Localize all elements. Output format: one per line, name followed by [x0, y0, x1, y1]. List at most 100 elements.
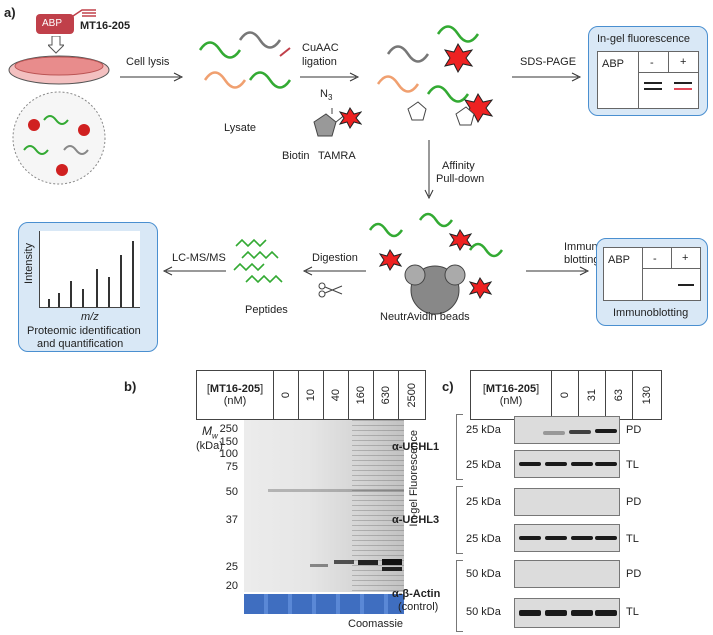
ms-spectrum: [39, 231, 140, 308]
kda-uchl1-tl: 25 kDa: [466, 459, 501, 471]
tag-actin-pd: PD: [626, 568, 642, 580]
arrow-right-icon: [526, 266, 590, 276]
kda-uchl3-pd: 25 kDa: [466, 496, 501, 508]
ingel-title: In-gel fluorescence: [597, 33, 690, 45]
lysate-proteins-icon: [198, 31, 292, 89]
biotin-tamra-icon: [313, 107, 362, 137]
ms-caption-1: Proteomic identification: [27, 325, 141, 337]
group-uchl1: α-UCHL1: [392, 441, 440, 453]
fluorescence-gel: [244, 420, 404, 592]
blot-uchl3-tl: [514, 524, 620, 552]
probe-name: MT16-205: [80, 20, 131, 32]
affinity-label: Affinity: [442, 160, 475, 172]
tag-uchl1-pd: PD: [626, 424, 642, 436]
alkyne-icon: [69, 9, 96, 19]
group-actin-sub: (control): [398, 601, 439, 613]
marker-150: 150: [219, 436, 238, 448]
immuno-label-2: blotting: [564, 254, 600, 266]
ligation-label: ligation: [302, 56, 337, 68]
conc-b-5: 2500: [406, 382, 418, 408]
scissors-icon: [318, 282, 343, 298]
blot-uchl1-tl: [514, 450, 620, 478]
ms-caption-2: and quantification: [37, 338, 124, 350]
conc-c-1: 31: [586, 388, 598, 402]
marker-25: 25: [225, 561, 238, 573]
peptides-label: Peptides: [245, 304, 288, 316]
arrow-left-icon: [302, 266, 366, 276]
marker-100: 100: [219, 448, 238, 460]
down-arrow-icon: [48, 36, 64, 54]
immuno-minus: -: [653, 253, 657, 265]
panel-c-header: [MT16-205] (nM) 0 31 63 130: [470, 370, 662, 420]
coomassie-strip: [244, 594, 404, 614]
tag-uchl1-tl: TL: [626, 459, 639, 471]
arrow-down-icon: [424, 140, 434, 200]
conc-b-4: 630: [380, 385, 392, 405]
peptides-icon: [233, 238, 283, 284]
tag-actin-tl: TL: [626, 606, 639, 618]
cuaac-label: CuAAC: [302, 42, 339, 54]
lysate-label: Lysate: [224, 122, 257, 134]
probe-icon: ABP: [36, 14, 74, 34]
ingel-mini-gel: ABP - +: [597, 51, 699, 109]
conc-c-2: 63: [613, 388, 625, 402]
panel-a-label: a): [4, 5, 16, 20]
blot-uchl1-pd: [514, 416, 620, 444]
immuno-plus: +: [682, 252, 689, 264]
arrow-left-icon: [162, 266, 226, 276]
conc-c-3: 130: [641, 385, 653, 405]
immuno-title: Immunoblotting: [613, 307, 689, 319]
conc-b-3: 160: [355, 385, 367, 405]
panel-b-label: b): [124, 379, 137, 394]
coomassie-label: Coomassie: [348, 618, 404, 630]
arrow-right-icon: [300, 72, 360, 82]
arrow-right-icon: [512, 72, 582, 82]
group-actin: α-β-Actin: [392, 588, 441, 600]
cell-lysis-label: Cell lysis: [126, 56, 170, 68]
blot-actin-tl: [514, 598, 620, 628]
group-uchl3: α-UCHL3: [392, 514, 440, 526]
mw-label: Mw: [202, 424, 218, 441]
ingel-plus: +: [680, 56, 687, 68]
probe-tag: ABP: [42, 18, 63, 29]
arrow-right-icon: [120, 72, 184, 82]
marker-50: 50: [225, 486, 238, 498]
ms-yaxis: Intensity: [23, 243, 35, 284]
blot-uchl3-pd: [514, 488, 620, 516]
immuno-mini-blot: ABP - +: [603, 247, 701, 301]
kda-actin-tl: 50 kDa: [466, 606, 501, 618]
ms-xaxis: m/z: [81, 311, 99, 323]
conc-b-2: 40: [330, 388, 342, 402]
blot-actin-pd: [514, 560, 620, 588]
lcms-label: LC-MS/MS: [172, 252, 226, 264]
labeled-proteome-icon: [376, 25, 494, 126]
marker-37: 37: [225, 514, 238, 526]
immuno-abp: ABP: [608, 254, 631, 266]
panel-c-label: c): [442, 379, 454, 394]
ingel-fluorescence-box: In-gel fluorescence ABP - +: [588, 26, 708, 116]
marker-250: 250: [219, 423, 238, 435]
neutravidin-label: NeutrAvidin beads: [380, 311, 470, 323]
kda-actin-pd: 50 kDa: [466, 568, 501, 580]
proteomics-box: Intensity m/z Proteomic identification a…: [18, 222, 158, 352]
conc-c-0: 0: [559, 391, 571, 399]
azide-label: N3: [320, 88, 333, 103]
digestion-label: Digestion: [312, 252, 358, 264]
mw-unit: (kDa): [196, 440, 223, 452]
ingel-abp: ABP: [602, 58, 625, 70]
pulldown-label: Pull-down: [436, 173, 485, 185]
tag-uchl3-tl: TL: [626, 533, 639, 545]
marker-20: 20: [225, 580, 238, 592]
immunoblotting-box: ABP - + Immunoblotting: [596, 238, 708, 326]
panel-b-header: [MT16-205] (nM) 0 10 40 160 630 2500: [196, 370, 426, 420]
panel-c-header-title: [MT16-205] (nM): [471, 371, 552, 419]
biotin-label: Biotin: [282, 150, 310, 162]
kda-uchl1-pd: 25 kDa: [466, 424, 501, 436]
conc-b-1: 10: [305, 388, 317, 402]
ingel-minus: -: [650, 57, 654, 69]
tamra-label: TAMRA: [318, 150, 356, 162]
sds-page-label: SDS-PAGE: [520, 56, 577, 68]
panel-b-header-title: [MT16-205] (nM): [197, 371, 274, 419]
marker-75: 75: [225, 461, 238, 473]
neutravidin-beads-icon: [368, 212, 504, 315]
